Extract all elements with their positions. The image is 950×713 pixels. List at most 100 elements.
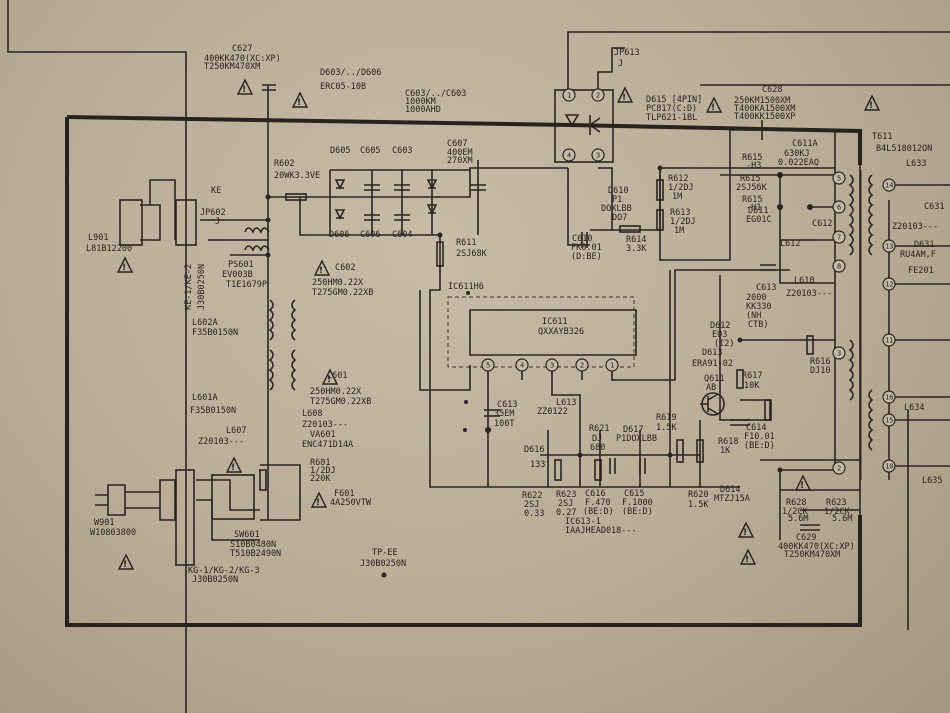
resistors: [259, 179, 814, 491]
label-c601v: 250HM0.22X: [310, 387, 362, 397]
label-tpeev: J30B0250N: [360, 559, 406, 569]
label-r623bv: 1/2CK: [824, 507, 850, 517]
label-z20103c: Z20103---: [302, 420, 348, 430]
label-r616: R616: [810, 357, 830, 367]
label-r617: R617: [742, 371, 762, 381]
warning-icon: !: [863, 94, 881, 111]
pin-t2: 2: [832, 461, 846, 475]
pin-circle: [605, 358, 619, 372]
svg-text:!: !: [869, 101, 873, 111]
pin-circle: [882, 277, 896, 291]
label-r623b: R623: [826, 498, 846, 508]
pin-circle: [832, 230, 846, 244]
label-c610v2: (D:BE): [571, 252, 602, 262]
pin-number: 15: [885, 417, 893, 425]
label-c603v: 1000KM: [405, 97, 436, 107]
label-c615v: F.1000: [622, 498, 653, 508]
label-r612: R612: [668, 174, 688, 184]
label-ps601: PS601: [228, 260, 254, 270]
pin-t5: 5: [832, 171, 846, 185]
label-c613bv3: (NH: [746, 311, 761, 321]
label-c611av: 630KJ: [784, 149, 810, 159]
label-f35b: F35B0150N: [190, 406, 236, 416]
label-r613: R613: [670, 208, 690, 218]
label-w901: W901: [94, 518, 114, 528]
label-d610: D610: [608, 186, 628, 196]
pin-number: 16: [885, 394, 893, 402]
svg-text:!: !: [800, 481, 804, 491]
label-b4l: B4L518012ON: [876, 144, 932, 154]
label-sw601v: S10B0480N: [230, 540, 276, 550]
label-q611: Q611: [704, 374, 724, 384]
pin-number: 3: [550, 362, 554, 370]
pin-circle: [832, 171, 846, 185]
warning-icon: !: [116, 256, 134, 273]
svg-text:!: !: [743, 528, 747, 538]
label-l613: L613: [556, 398, 576, 408]
label-c603: C603/../C603: [405, 89, 466, 99]
label-ic611: IC611: [542, 317, 568, 327]
label-z20103b: Z20103---: [892, 222, 938, 232]
label-c613b: C613: [756, 283, 776, 293]
ac-input: [95, 199, 255, 566]
label-c627v2: T250KM470XM: [204, 62, 260, 72]
label-c601: C601: [327, 371, 347, 381]
label-d610d: DO7: [612, 213, 627, 223]
transformer-t611: [848, 170, 874, 480]
label-d614v: MTZJ15A: [714, 494, 750, 504]
label-erc: ERC05-10B: [320, 82, 366, 92]
capacitors: [262, 84, 820, 531]
label-d605: D605: [330, 146, 350, 156]
pin-t13: 13: [882, 239, 896, 253]
label-c628: C628: [762, 85, 782, 95]
label-c611a: C611A: [792, 139, 818, 149]
svg-text:!: !: [123, 560, 127, 570]
label-tpee: TP-EE: [372, 548, 398, 558]
pin-number: 3: [837, 350, 841, 358]
label-r628v: 1/2CK: [782, 507, 808, 517]
label-zz0122: ZZ0122: [537, 407, 568, 417]
label-layer: C627400KK470(XC:XP)T250KM470XMD603/../D6…: [86, 44, 944, 585]
label-ru4am: RU4AM,F: [900, 250, 936, 260]
label-z20103a: Z20103---: [786, 289, 832, 299]
label-r618: R618: [718, 437, 738, 447]
label-l635: L635: [922, 476, 942, 486]
label-f601v: 4A250VTW: [330, 498, 372, 508]
label-c613bv: 2000: [746, 293, 766, 303]
label-c628v1: 250KM1500XM: [734, 96, 790, 106]
label-c604: C604: [392, 230, 412, 240]
label-l901: L901: [88, 233, 108, 243]
warning-icon: !: [616, 86, 634, 103]
label-d612v: EO3: [712, 330, 727, 340]
pin-pc2: 2: [591, 88, 605, 102]
pin-circle: [562, 88, 576, 102]
label-r616v: DJ10: [810, 366, 830, 376]
label-c612: C612: [812, 219, 832, 229]
label-fe: FE201: [908, 266, 934, 276]
label-d612: D612: [710, 321, 730, 331]
pin-number: 10: [885, 463, 893, 471]
label-c602v2: T275GM0.22XB: [312, 288, 373, 298]
pin-ic3: 3: [545, 358, 559, 372]
label-l633: L633: [906, 159, 926, 169]
label-r628v2: 5.6M: [788, 514, 808, 524]
label-d616v: 133: [530, 460, 545, 470]
label-l612: L612: [780, 239, 800, 249]
label-sw601v2: T510B2490N: [230, 549, 281, 559]
label-d616: D616: [524, 445, 544, 455]
pin-pc4: 4: [562, 148, 576, 162]
pin-number: 7: [837, 234, 841, 242]
pin-number: 2: [580, 362, 584, 370]
pin-ic4: 4: [515, 358, 529, 372]
label-r618v: 1K: [720, 446, 731, 456]
wiring: [7, 0, 950, 713]
pin-circle: [562, 148, 576, 162]
label-c605: C605: [360, 146, 380, 156]
label-t1679: T1E1679P: [226, 280, 267, 290]
label-r619: R619: [656, 413, 676, 423]
warning-icon: !: [321, 368, 339, 385]
label-c627v1: 400KK470(XC:XP): [204, 54, 281, 64]
pin-circle: [882, 333, 896, 347]
label-r615a: R615: [742, 153, 762, 163]
bridge-diodes: [334, 179, 486, 221]
